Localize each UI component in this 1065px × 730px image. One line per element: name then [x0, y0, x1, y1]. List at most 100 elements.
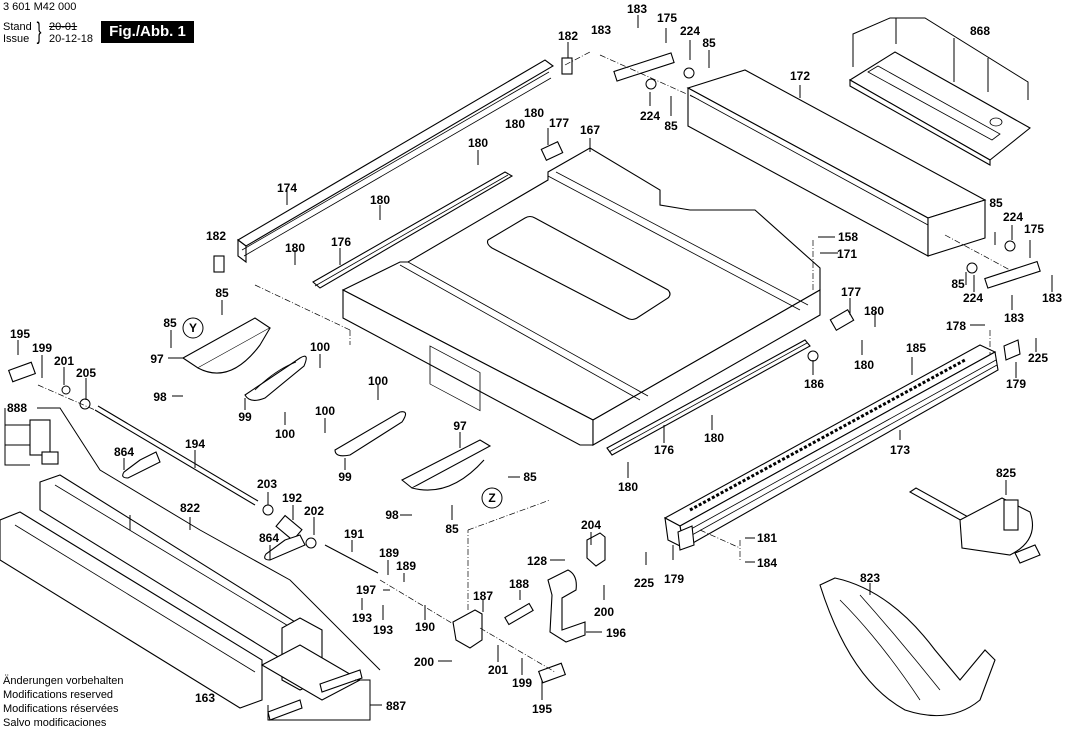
part-label-188: 188: [509, 577, 529, 591]
part-label-97-right: 97: [453, 419, 467, 433]
part-label-192: 192: [282, 491, 302, 505]
bracket-97-right-drawing: [334, 411, 492, 491]
rail-176-right-drawing: [606, 339, 811, 456]
part-label-196: 196: [606, 626, 626, 640]
part-label-180-rail-e: 180: [618, 480, 638, 494]
blade-guard-drawing: [819, 577, 996, 717]
table-extension-drawing: [686, 69, 987, 257]
rail-176-left-drawing: [312, 171, 514, 289]
part-label-99-right: 99: [338, 470, 352, 484]
part-label-205: 205: [76, 366, 96, 380]
part-label-186: 186: [804, 377, 824, 391]
part-label-179-bottom: 179: [664, 572, 684, 586]
part-label-181: 181: [757, 531, 777, 545]
part-label-179-right: 179: [1006, 377, 1026, 391]
lever-196-drawing: [547, 569, 586, 643]
part-label-888: 888: [7, 401, 27, 415]
svg-text:Y: Y: [189, 321, 197, 335]
part-label-85-br-a: 85: [523, 470, 537, 484]
part-label-98-right: 98: [385, 508, 399, 522]
footer-notes: Änderungen vorbehalten Modifications res…: [3, 674, 123, 730]
part-label-195-bottom: 195: [532, 702, 552, 716]
bracket-187-drawing: [452, 609, 483, 649]
part-label-193-b: 193: [373, 623, 393, 637]
part-label-175-top: 175: [657, 11, 677, 25]
part-label-85-top-b: 85: [664, 119, 678, 133]
part-label-187: 187: [473, 589, 493, 603]
part-label-183-right-b: 183: [1004, 311, 1024, 325]
part-label-825: 825: [996, 466, 1016, 480]
part-label-180-rail-c: 180: [285, 241, 305, 255]
part-label-183-top-b: 183: [591, 23, 611, 37]
part-label-184: 184: [757, 556, 777, 570]
part-label-224-right-b: 224: [963, 291, 983, 305]
part-label-868: 868: [970, 24, 990, 38]
part-label-85-bl-top: 85: [215, 286, 229, 300]
svg-text:Z: Z: [488, 491, 495, 505]
part-label-203: 203: [257, 477, 277, 491]
shaft-191-drawing: [324, 544, 379, 574]
part-label-99-left: 99: [238, 410, 252, 424]
part-label-85-top-a: 85: [702, 36, 716, 50]
part-label-224-top-b: 224: [640, 109, 660, 123]
leader-lines: [4, 15, 1053, 721]
clip-204-drawing: [586, 532, 606, 567]
part-label-180-clip-a: 180: [864, 304, 884, 318]
note-english: Modifications reserved: [3, 689, 114, 701]
part-label-100-b: 100: [275, 427, 295, 441]
part-label-128: 128: [527, 554, 547, 568]
revision-brace: }: [36, 18, 42, 45]
part-label-200-a: 200: [594, 605, 614, 619]
part-label-183-top-a: 183: [627, 2, 647, 16]
issue-label: Issue: [3, 33, 30, 45]
part-label-85-bl: 85: [163, 316, 177, 330]
part-label-180-rail-d: 180: [704, 431, 724, 445]
throat-plate-drawing: [848, 17, 1031, 166]
part-label-201-left: 201: [54, 354, 74, 368]
part-label-180-a: 180: [505, 117, 525, 131]
part-label-185: 185: [906, 341, 926, 355]
part-label-199-bottom: 199: [512, 676, 532, 690]
part-label-182-top: 182: [558, 29, 578, 43]
part-label-173: 173: [890, 443, 910, 457]
part-label-864-b: 864: [259, 531, 279, 545]
part-labels: 182 183 183 175 224 85 224 85 868 172 18…: [7, 2, 1062, 716]
part-label-97-left: 97: [150, 352, 164, 366]
part-label-195-left: 195: [10, 327, 30, 341]
fence-drawing: [0, 474, 362, 709]
bracket-97-left-drawing: [181, 317, 307, 401]
part-label-201-bottom: 201: [488, 663, 508, 677]
miter-gauge-drawing: [908, 487, 1041, 564]
document-number: 3 601 M42 000: [3, 1, 77, 13]
part-label-100-c: 100: [368, 374, 388, 388]
revision-new: 20-12-18: [49, 33, 94, 45]
part-label-180-b: 180: [524, 106, 544, 120]
part-label-100-a: 100: [310, 340, 330, 354]
part-label-204: 204: [581, 518, 601, 532]
figure-label: Fig./Abb. 1: [101, 21, 194, 43]
part-label-178: 178: [946, 319, 966, 333]
part-label-822: 822: [180, 501, 200, 515]
part-label-174: 174: [277, 181, 297, 195]
table-top-drawing: [341, 147, 821, 446]
revision-old: 20-01: [49, 21, 78, 33]
part-label-85-right-b: 85: [951, 277, 965, 291]
note-french: Modifications réservées: [3, 703, 119, 715]
part-label-177-top: 177: [549, 116, 569, 130]
part-label-98-left: 98: [153, 390, 167, 404]
part-label-202: 202: [304, 504, 324, 518]
part-label-199-left: 199: [32, 341, 52, 355]
note-german: Änderungen vorbehalten: [3, 675, 124, 687]
note-spanish: Salvo modificaciones: [3, 717, 107, 729]
part-label-163: 163: [195, 691, 215, 705]
part-label-100-d: 100: [315, 404, 335, 418]
part-label-177-right: 177: [841, 285, 861, 299]
part-label-864-a: 864: [114, 445, 134, 459]
marker-z: Z: [481, 487, 503, 509]
part-label-194: 194: [185, 437, 205, 451]
part-label-823: 823: [860, 571, 880, 585]
part-label-189-a: 189: [379, 546, 399, 560]
part-label-85-br-b: 85: [445, 522, 459, 536]
part-label-180-rail-a: 180: [468, 136, 488, 150]
